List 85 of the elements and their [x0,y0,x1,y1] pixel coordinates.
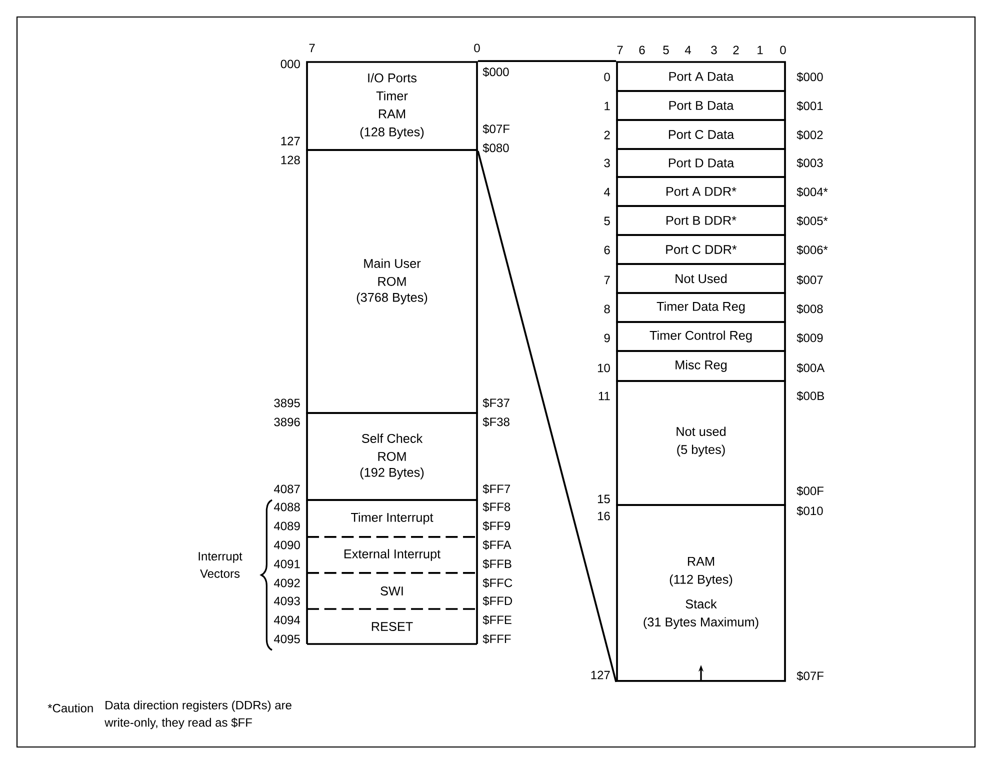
address-label: 4089 [274,522,300,530]
address-label: 128 [281,156,300,164]
address-label: 11 [598,392,610,400]
zoom-line [478,60,616,62]
address-label: $000 [482,67,509,77]
address-label: $FFC [482,578,512,588]
address-label: 1 [604,102,610,110]
address-label: $FFF [482,634,511,644]
address-label: $001 [796,101,823,111]
address-label: $F38 [482,417,510,427]
register-box: Port A Data [616,61,786,92]
address-label: $010 [796,506,823,516]
address-label: 3895 [274,398,300,408]
address-label: 4090 [274,540,300,550]
address-label: 0 [604,72,610,82]
memory-block: Timer Interrupt [306,499,478,537]
address-label: $FFA [482,540,512,550]
address-label: 16 [598,512,610,520]
address-label: $003 [796,158,823,168]
register-box: Port B DDR* [616,205,786,236]
memory-block: External Interrupt [306,536,478,573]
register-box: Misc Reg [616,350,786,382]
address-label: 4087 [274,484,300,494]
address-label: 4 [604,188,610,196]
address-label: $07F [796,671,824,681]
register-box: RAM (112 Bytes) Stack (31 Bytes Maximum) [616,504,786,682]
address-label: $00A [796,363,825,373]
address-label: Data direction registers (DDRs) are write-only, they read as $FF [104,700,292,730]
address-label: $000 [796,72,823,82]
address-label: $FFD [482,596,512,606]
register-box: Port D Data [616,148,786,178]
address-label: 5 [604,216,610,226]
address-label: 4092 [274,578,300,588]
address-label: 9 [604,334,610,342]
address-label: 4088 [274,502,300,512]
register-box: Not Used [616,263,786,294]
address-label: 000 [280,60,300,68]
address-label: 8 [604,304,610,314]
address-label: 2 [604,130,610,140]
address-label: Interrupt Vectors [198,552,242,578]
address-label: 7 [617,46,623,54]
address-label: $F37 [482,398,510,408]
memory-block: Main User ROM (3768 Bytes) [306,149,478,414]
memory-block: SWI [306,572,478,609]
address-label: 6 [604,246,610,254]
address-label: $005* [796,216,828,226]
register-box: Timer Data Reg [616,292,786,323]
memory-block: I/O Ports Timer RAM (128 Bytes) [306,61,478,151]
memory-block: Self Check ROM (192 Bytes) [306,412,478,501]
address-label: $07F [482,124,510,134]
address-label: 4095 [274,634,300,644]
address-label: $006* [796,245,828,255]
address-label: 7 [604,276,610,284]
address-label: 4094 [274,616,300,624]
address-label: $080 [482,143,509,153]
address-label: $FF8 [482,502,510,512]
address-label: $004* [796,187,828,197]
address-label: 0 [474,44,480,52]
address-label: 4091 [274,560,300,568]
zoom-line [477,150,617,682]
address-label: 127 [591,670,610,680]
address-label: $00B [796,391,824,401]
address-label: 3 [604,158,610,168]
address-label: 4093 [274,596,300,606]
register-box: Port B Data [616,90,786,121]
address-label: $00F [796,486,824,496]
address-label: $007 [796,275,823,285]
register-box: Port A DDR* [616,176,786,207]
register-box: Port C DDR* [616,234,786,265]
address-label: 15 [598,494,610,504]
address-label: $FF9 [482,521,510,531]
address-label: *Caution [48,704,93,712]
memory-block: RESET [306,608,478,645]
register-box: Not used (5 bytes) [616,380,786,506]
address-label: $009 [796,333,823,343]
address-label: $FFB [482,559,512,569]
address-label: 127 [281,136,300,146]
address-label: $FF7 [482,484,510,494]
address-label: 10 [598,364,610,372]
address-label: 3896 [274,418,300,426]
register-box: Timer Control Reg [616,321,786,352]
address-label: $002 [796,130,823,140]
register-box: Port C Data [616,119,786,150]
address-label: $FFE [482,615,512,625]
address-label: $008 [796,304,823,314]
